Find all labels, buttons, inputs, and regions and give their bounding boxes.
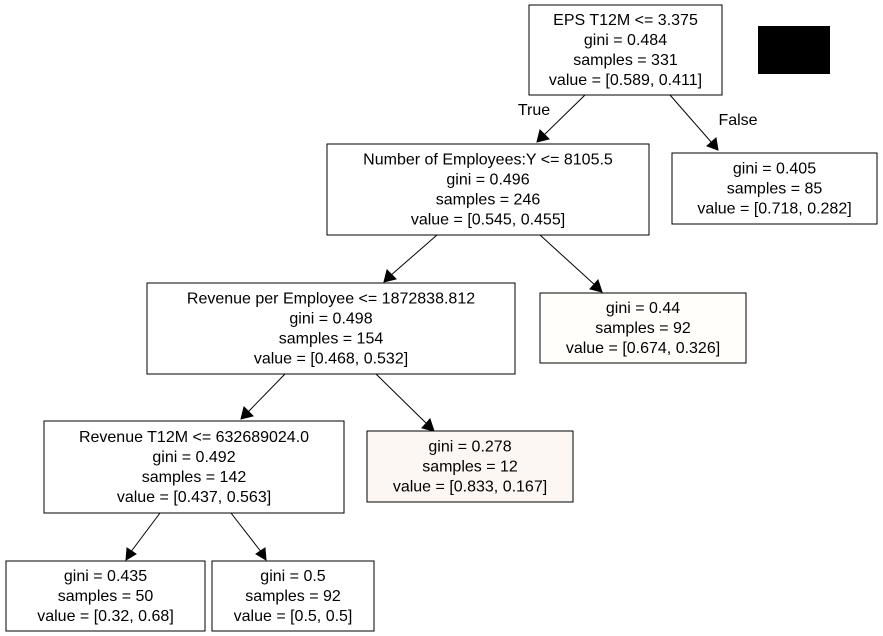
tree-node-root: EPS T12M <= 3.375 gini = 0.484 samples = 3… (528, 4, 723, 96)
node-text-line: value = [0.32, 0.68] (37, 608, 174, 625)
edge-root-to-leaf-false (669, 94, 719, 151)
edge-label-false: False (718, 112, 757, 129)
node-text-line: gini = 0.435 (64, 568, 147, 585)
node-text-line: value = [0.5, 0.5] (234, 608, 353, 625)
node-text-line: gini = 0.5 (260, 568, 325, 585)
node-text-line: gini = 0.496 (446, 172, 529, 189)
tree-leaf-samples-92-a: gini = 0.44 samples = 92 value = [0.674, 0… (539, 292, 747, 364)
redaction-box (758, 26, 830, 74)
node-box (326, 143, 650, 236)
node-text-line: value = [0.589, 0.411] (549, 72, 702, 89)
node-text-line: value = [0.545, 0.455] (411, 212, 565, 229)
edge-n2-to-leaf-12 (375, 373, 435, 432)
node-text-line: gini = 0.492 (152, 449, 235, 466)
node-text-line: gini = 0.484 (584, 32, 667, 49)
node-text-line: Number of Employees:Y <= 8105.5 (363, 152, 613, 169)
node-text-line: EPS T12M <= 3.375 (553, 12, 698, 29)
node-text-line: value = [0.718, 0.282] (697, 201, 851, 218)
node-box (671, 152, 878, 225)
edge-root-to-n1 (536, 94, 586, 143)
edge-n1-to-n2 (383, 234, 438, 283)
tree-node-revenue-per-employee-split: Revenue per Employee <= 1872838.812 gini … (146, 282, 516, 375)
node-text-line: samples = 85 (727, 181, 823, 198)
node-text-line: samples = 154 (279, 331, 384, 348)
tree-leaf-false-branch: gini = 0.405 samples = 85 value = [0.718, … (671, 152, 878, 225)
node-text-line: gini = 0.498 (289, 311, 372, 328)
tree-node-revenue-t12m-split: Revenue T12M <= 632689024.0 gini = 0.492 s… (43, 420, 345, 514)
tree-node-employees-split: Number of Employees:Y <= 8105.5 gini = 0.… (326, 143, 650, 236)
node-text-line: gini = 0.405 (733, 161, 816, 178)
node-text-line: samples = 92 (595, 320, 691, 337)
tree-leaf-samples-50: gini = 0.435 samples = 50 value = [0.32, 0… (5, 560, 206, 632)
tree-leaf-samples-92-b: gini = 0.5 samples = 92 value = [0.5, 0.5] (211, 560, 375, 632)
node-text-line: Revenue T12M <= 632689024.0 (79, 429, 309, 446)
node-text-line: value = [0.674, 0.326] (566, 340, 720, 357)
node-text-line: samples = 12 (422, 459, 518, 476)
node-text-line: samples = 142 (142, 469, 247, 486)
edge-label-true: True (518, 102, 550, 119)
edge-n3-to-leaf-92b (230, 512, 267, 561)
node-text-line: samples = 331 (573, 52, 678, 69)
node-box (5, 560, 206, 632)
node-box (539, 292, 747, 364)
tree-leaf-samples-12: gini = 0.278 samples = 12 value = [0.833, … (366, 430, 574, 503)
node-box (528, 4, 723, 96)
node-box (43, 420, 345, 514)
node-box (146, 282, 516, 375)
edge-n1-to-leaf-92a (539, 234, 603, 293)
node-box (366, 430, 574, 503)
edge-n3-to-leaf-50 (125, 512, 161, 561)
node-text-line: gini = 0.278 (428, 439, 511, 456)
node-text-line: samples = 246 (436, 192, 541, 209)
node-text-line: value = [0.437, 0.563] (117, 489, 271, 506)
node-text-line: samples = 92 (245, 588, 341, 605)
node-text-line: value = [0.468, 0.532] (254, 351, 408, 368)
node-text-line: Revenue per Employee <= 1872838.812 (187, 291, 475, 308)
node-text-line: value = [0.833, 0.167] (393, 479, 547, 496)
node-text-line: gini = 0.44 (606, 300, 680, 317)
edge-n2-to-n3 (240, 373, 286, 420)
node-text-line: samples = 50 (58, 588, 154, 605)
node-box (211, 560, 375, 632)
